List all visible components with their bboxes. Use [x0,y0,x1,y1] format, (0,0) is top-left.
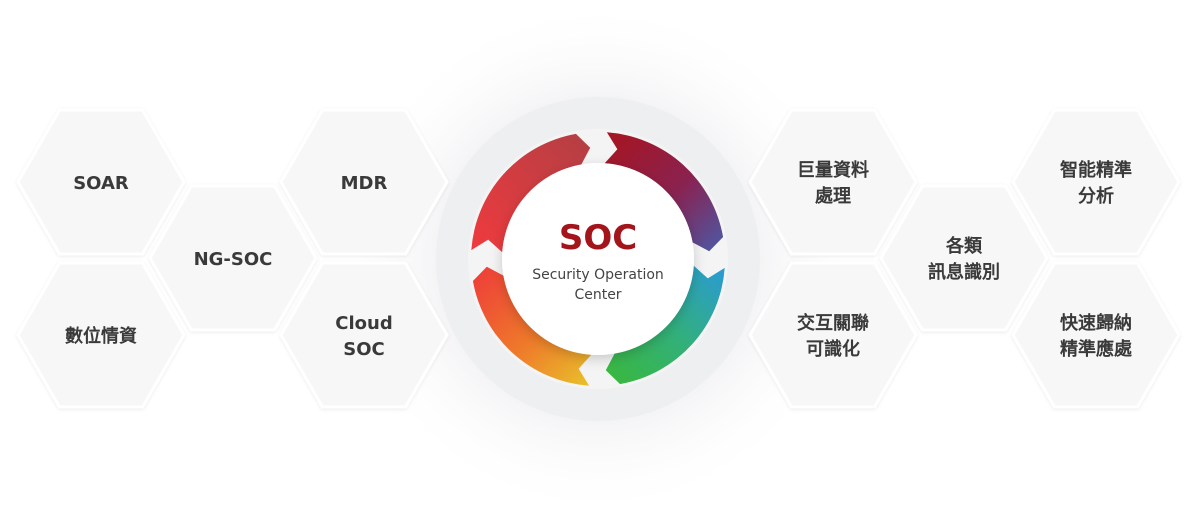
hex-shape [748,261,918,409]
hex-ng-soc: NG-SOC [148,184,318,332]
ring-segment-green [605,265,725,385]
hex-label: 智能精準 [1060,159,1132,181]
hex-shape [16,108,186,256]
hex-shape [1011,261,1181,409]
hex-digital-intel: 數位情資 [16,261,186,409]
hex-shape [279,108,449,256]
soc-cycle-ring [471,132,725,386]
hex-mdr: MDR [279,108,449,256]
soc-subtitle-line2: Center [574,287,621,303]
hex-label: MDR [341,173,388,194]
hex-label: 可識化 [806,338,860,360]
soc-subtitle-line1: Security Operation [532,267,664,283]
soc-inner-circle [502,163,694,355]
ring-segment-purple [604,132,724,252]
hex-label: SOAR [73,173,129,194]
ring-segment-red [471,133,591,253]
hex-soar: SOAR [16,108,186,256]
hex-label: Cloud [335,313,392,334]
soc-title: SOC [559,218,637,258]
hex-label: 分析 [1078,185,1114,207]
hex-shape [1011,108,1181,256]
hex-label: 快速歸納 [1060,312,1132,334]
hex-label: 數位情資 [65,325,137,347]
hex-shape [748,108,918,256]
hex-shape [16,261,186,409]
hex-shape [879,184,1049,332]
hex-label: 交互關聯 [797,312,869,334]
hex-label: 精準應處 [1060,338,1132,360]
ring-segment-yellow [472,266,592,386]
soc-center: SOC Security Operation Center [468,129,728,389]
hex-label: 訊息識別 [928,261,1000,283]
hex-label: SOC [343,339,384,360]
hex-layer: SOAR數位情資NG-SOCMDRCloudSOC巨量資料處理交互關聯可識化各類… [16,108,1181,409]
hex-label: 處理 [815,186,851,207]
hex-shape [279,261,449,409]
hex-label: 各類 [945,235,983,257]
hex-shape [148,184,318,332]
hex-label: NG-SOC [194,249,273,270]
hex-label: 巨量資料 [797,159,869,181]
